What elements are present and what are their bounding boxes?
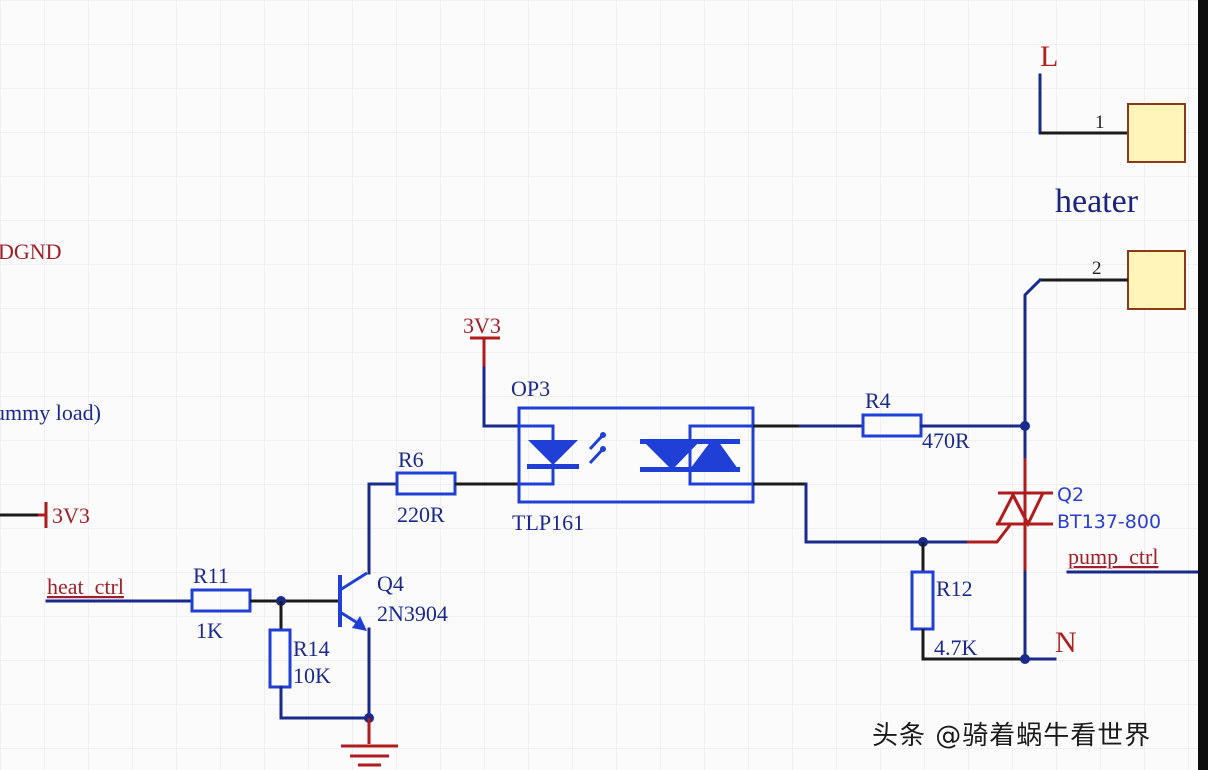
resistor-r6: R6 220R xyxy=(395,447,457,527)
resistor-r4: R4 470R xyxy=(861,388,970,453)
power-port-3v3-top: 3V3 xyxy=(463,313,522,428)
watermark-text: 头条 @骑着蜗牛看世界 xyxy=(872,721,1152,751)
connector-pin1-number: 1 xyxy=(1095,112,1105,133)
light-emission-arrows-icon xyxy=(588,432,606,465)
resistor-r12: R12 4.7K xyxy=(910,570,978,660)
r14-value: 10K xyxy=(293,663,331,688)
r6-value: 220R xyxy=(397,502,445,527)
q2-value: BT137-800 xyxy=(1057,511,1161,533)
note-dummy-load: ummy load) xyxy=(0,400,101,425)
net-label-live: L xyxy=(1040,40,1058,73)
resistor-r11: R11 1K xyxy=(190,563,252,643)
q4-ref: Q4 xyxy=(377,571,404,596)
emitter-arrow-icon xyxy=(352,616,367,631)
net-label-neutral: N xyxy=(1055,626,1077,659)
op3-ref: OP3 xyxy=(511,376,550,401)
net-label-3v3-top: 3V3 xyxy=(463,313,501,338)
r12-ref: R12 xyxy=(936,576,973,601)
window-edge-bar xyxy=(1198,0,1208,770)
r4-value: 470R xyxy=(922,428,970,453)
op3-value: TLP161 xyxy=(512,510,584,535)
npn-transistor-q4: Q4 2N3904 xyxy=(338,571,448,631)
r11-value: 1K xyxy=(196,618,223,643)
connector-name: heater xyxy=(1055,183,1139,220)
triac-q2-icon: Q2 BT137-800 xyxy=(996,484,1161,533)
q2-ref: Q2 xyxy=(1057,484,1084,506)
q4-value: 2N3904 xyxy=(377,601,448,626)
led-diode-icon xyxy=(527,440,579,469)
r4-ref: R4 xyxy=(865,388,891,413)
r12-value: 4.7K xyxy=(934,635,978,660)
connector-pad-1 xyxy=(1127,103,1186,163)
net-label-3v3-left: 3V3 xyxy=(52,503,90,528)
optocoupler-op3: OP3 TLP161 xyxy=(511,376,755,535)
net-label-dgnd: DGND xyxy=(0,239,62,264)
power-port-3v3-left: 3V3 xyxy=(0,502,90,528)
connector-pad-2 xyxy=(1127,250,1186,310)
r6-ref: R6 xyxy=(398,447,424,472)
connector-pin2-number: 2 xyxy=(1092,258,1102,279)
r11-ref: R11 xyxy=(193,563,229,588)
net-label-heat-ctrl: heat_ctrl xyxy=(47,574,124,599)
ground-symbol-icon xyxy=(341,718,398,767)
net-label-pump-ctrl: pump_ctrl xyxy=(1068,544,1158,569)
resistor-r14: R14 10K xyxy=(268,628,331,689)
r14-ref: R14 xyxy=(293,636,330,661)
